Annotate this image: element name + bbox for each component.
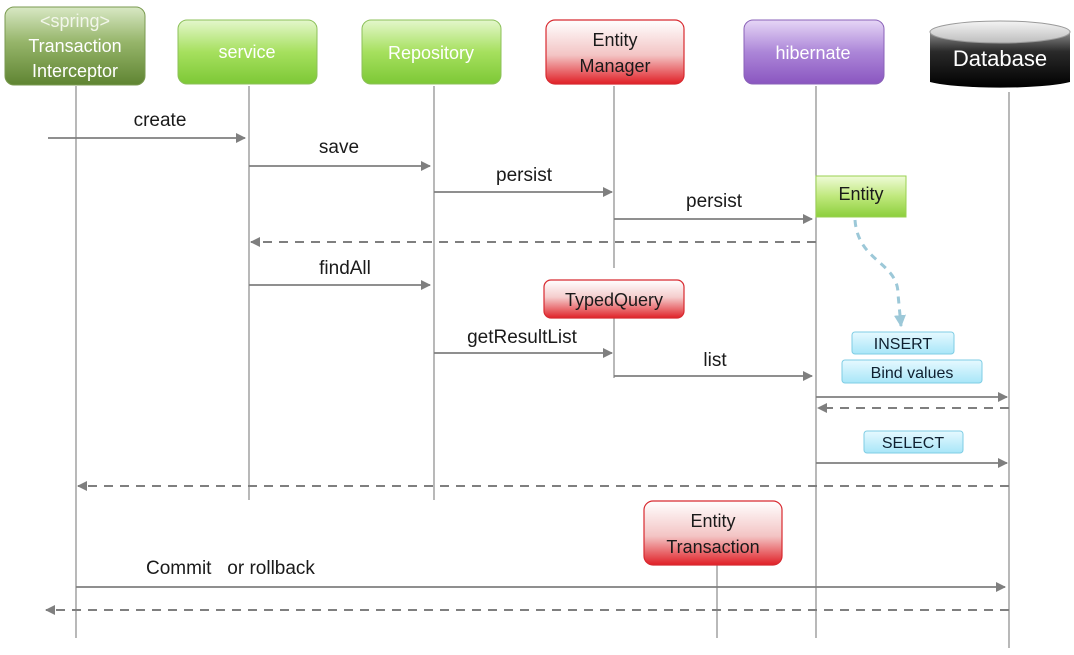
repository-label: Repository bbox=[388, 43, 474, 63]
entity-transaction-line-1: Entity bbox=[690, 511, 735, 531]
participant-interceptor: <spring> Transaction Interceptor bbox=[4, 6, 146, 86]
hibernate-label: hibernate bbox=[775, 43, 850, 63]
note-select: SELECT bbox=[863, 430, 964, 454]
label-commit-or-rollback: Commit or rollback bbox=[146, 558, 315, 579]
box-entity: Entity bbox=[815, 175, 907, 218]
database-label: Database bbox=[953, 46, 1047, 71]
interceptor-line-3: Interceptor bbox=[32, 61, 118, 81]
entity-label: Entity bbox=[838, 184, 883, 204]
note-insert: INSERT bbox=[851, 331, 955, 355]
participant-repository: Repository bbox=[361, 19, 502, 85]
entity-manager-line-1: Entity bbox=[592, 30, 637, 50]
service-label: service bbox=[218, 42, 275, 62]
entity-to-insert-connector bbox=[853, 219, 906, 328]
entity-manager-line-2: Manager bbox=[579, 56, 650, 76]
interceptor-line-1: <spring> bbox=[40, 11, 110, 31]
label-persist-em: persist bbox=[686, 191, 743, 212]
label-list: list bbox=[703, 350, 727, 371]
participant-database: Database bbox=[929, 20, 1071, 88]
participant-entity-manager: Entity Manager bbox=[545, 19, 685, 85]
insert-label: INSERT bbox=[874, 336, 933, 353]
participant-service: service bbox=[177, 19, 318, 85]
label-get-result-list: getResultList bbox=[467, 327, 578, 348]
box-typed-query: TypedQuery bbox=[543, 279, 685, 319]
label-create: create bbox=[134, 110, 187, 131]
label-find-all: findAll bbox=[319, 258, 371, 279]
box-entity-transaction: Entity Transaction bbox=[643, 500, 783, 566]
label-persist-repo: persist bbox=[496, 165, 553, 186]
return-arrows bbox=[45, 237, 1009, 615]
participant-hibernate: hibernate bbox=[743, 19, 885, 85]
label-save: save bbox=[319, 137, 359, 158]
note-bind-values: Bind values bbox=[841, 359, 983, 384]
select-label: SELECT bbox=[882, 435, 944, 452]
message-labels: create save persist persist findAll getR… bbox=[134, 110, 743, 579]
typed-query-label: TypedQuery bbox=[565, 290, 663, 310]
entity-transaction-line-2: Transaction bbox=[666, 537, 759, 557]
interceptor-line-2: Transaction bbox=[28, 36, 121, 56]
call-arrows bbox=[48, 133, 1008, 592]
bind-values-label: Bind values bbox=[871, 365, 954, 382]
